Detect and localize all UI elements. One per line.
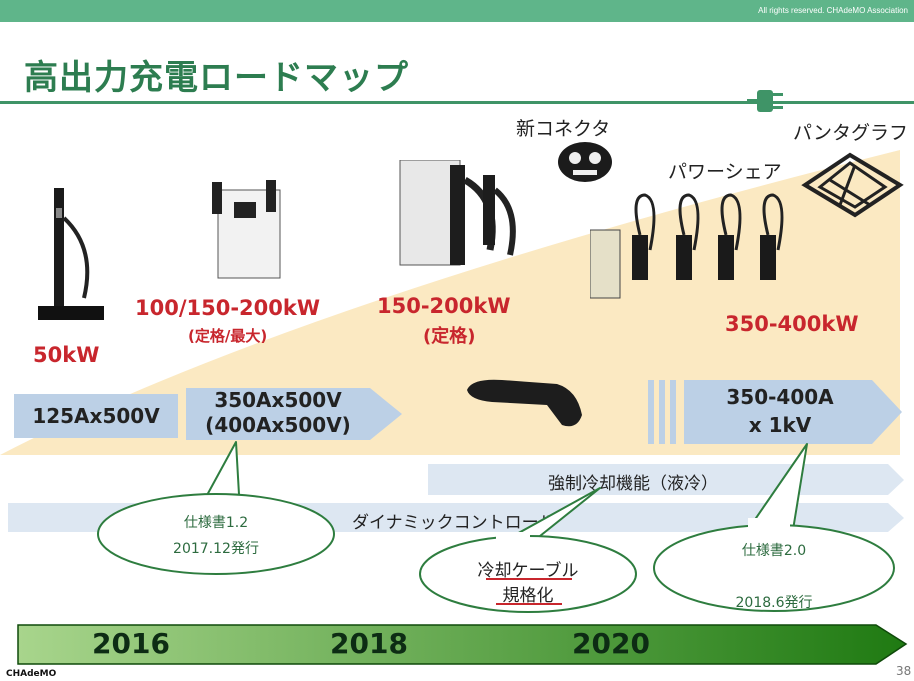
callout-spec12-line2: 2017.12発行 — [173, 541, 259, 557]
pantograph-label: パンタグラフ — [793, 122, 908, 144]
callout-spec20-line2: 2018.6発行 — [735, 595, 813, 611]
spec-350a-line1: 350Ax500V — [214, 388, 342, 412]
power-share-label: パワーシェア — [668, 161, 782, 183]
callout-cable-join — [496, 532, 530, 548]
charger-50kw-image — [38, 188, 104, 320]
power-150kw-label: 150-200kW — [377, 294, 511, 318]
timeline-2018: 2018 — [330, 627, 408, 660]
spec-arrow-400a-stripes — [648, 380, 676, 444]
callout-cable-line1: 冷却ケーブル — [477, 561, 579, 581]
copyright-text: All rights reserved. CHAdeMO Association — [758, 6, 908, 15]
footer-logo: CHAdeMO — [6, 669, 57, 679]
power-150kw-note: (定格) — [423, 326, 476, 347]
callout-spec12-line1: 仕様書1.2 — [183, 515, 249, 531]
timeline-2020: 2020 — [572, 627, 650, 660]
spec-125a-label: 125Ax500V — [32, 404, 160, 428]
callout-spec20-line1: 仕様書2.0 — [741, 543, 807, 559]
plug-icon — [747, 90, 783, 112]
spec-400a-line1: 350-400A — [726, 385, 834, 409]
header-bar — [0, 0, 914, 22]
callout-cable-underline2 — [496, 603, 562, 605]
timeline-2016: 2016 — [92, 627, 170, 660]
power-100kw-note: (定格/最大) — [188, 327, 268, 345]
callout-spec20-join — [748, 518, 790, 538]
new-connector-image — [558, 142, 612, 182]
spec-400a-line2: x 1kV — [748, 413, 812, 437]
callout-cable-underline1 — [486, 578, 572, 580]
charger-100kw-image — [212, 180, 281, 279]
spec-arrow-400a-shape — [684, 380, 902, 444]
power-100kw-label: 100/150-200kW — [135, 296, 321, 320]
page-number: 38 — [896, 664, 912, 678]
new-connector-label: 新コネクタ — [516, 118, 611, 140]
callout-cable-line2: 規格化 — [502, 586, 554, 606]
spec-350a-line2: (400Ax500V) — [205, 413, 351, 437]
power-350kw-label: 350-400kW — [725, 312, 859, 336]
pantograph-image — [801, 152, 904, 218]
spec-arrow-125a-shape — [14, 394, 178, 438]
callout-spec12-join — [202, 500, 238, 516]
callout-spec12-bubble — [97, 493, 335, 575]
power-50kw-label: 50kW — [33, 343, 100, 367]
dynamic-control-label: ダイナミックコントロール — [352, 513, 556, 533]
power-share-image — [590, 193, 784, 299]
cooling-cable-connector-image — [467, 379, 582, 427]
page-title: 高出力充電ロードマップ — [24, 58, 409, 98]
cooling-feature-label: 強制冷却機能（液冷） — [548, 474, 718, 494]
charger-150kw-image — [399, 160, 516, 266]
title-underline — [0, 101, 914, 104]
spec-arrow-350a-shape — [186, 388, 402, 440]
